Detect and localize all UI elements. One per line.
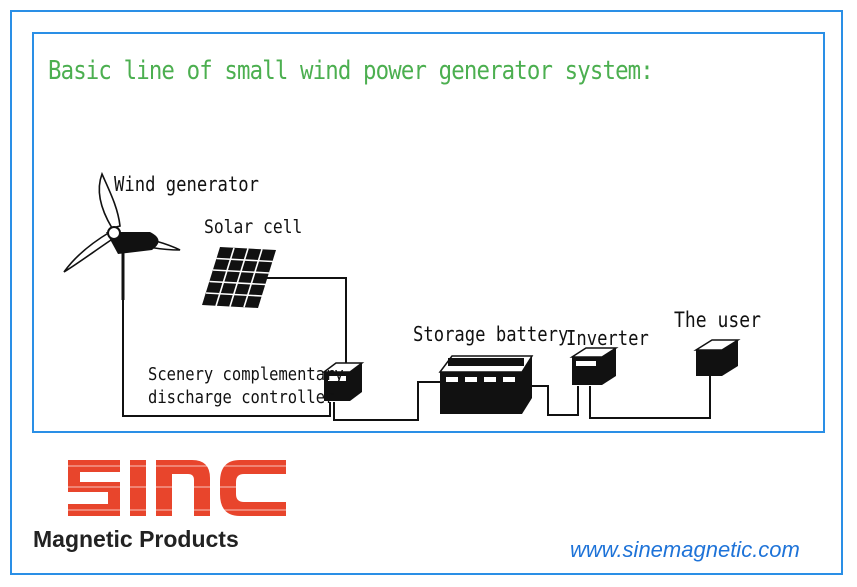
storage-battery-icon [438, 355, 534, 414]
company-name: Magnetic Products [33, 526, 239, 552]
wind-turbine-icon [63, 171, 181, 300]
wire-inverter-to-user [589, 375, 711, 419]
label-inverter: Inverter [566, 326, 649, 350]
solar-panel-icon [202, 247, 276, 308]
controller-box-icon [321, 362, 365, 401]
wire-solar-to-controller [262, 277, 347, 366]
label-controller-line2: discharge controller [148, 387, 335, 408]
sine-logo [68, 460, 286, 516]
inverter-icon [569, 347, 619, 385]
label-solar-cell: Solar cell [204, 216, 303, 238]
user-box-icon [693, 339, 741, 376]
label-storage-battery: Storage battery [413, 322, 569, 346]
label-the-user: The user [674, 308, 761, 332]
wiring [122, 250, 711, 421]
website-link[interactable]: www.sinemagnetic.com [570, 537, 800, 562]
outer-frame [10, 10, 843, 575]
wire-wind-to-controller [122, 250, 331, 417]
wire-controller-to-battery [333, 381, 440, 421]
label-controller-line1: Scenery complementary [148, 364, 344, 385]
diagram-title: Basic line of small wind power generator… [48, 56, 654, 86]
diagram-panel [32, 32, 825, 433]
wire-battery-to-inverter [526, 385, 579, 416]
label-wind-generator: Wind generator [114, 172, 259, 196]
